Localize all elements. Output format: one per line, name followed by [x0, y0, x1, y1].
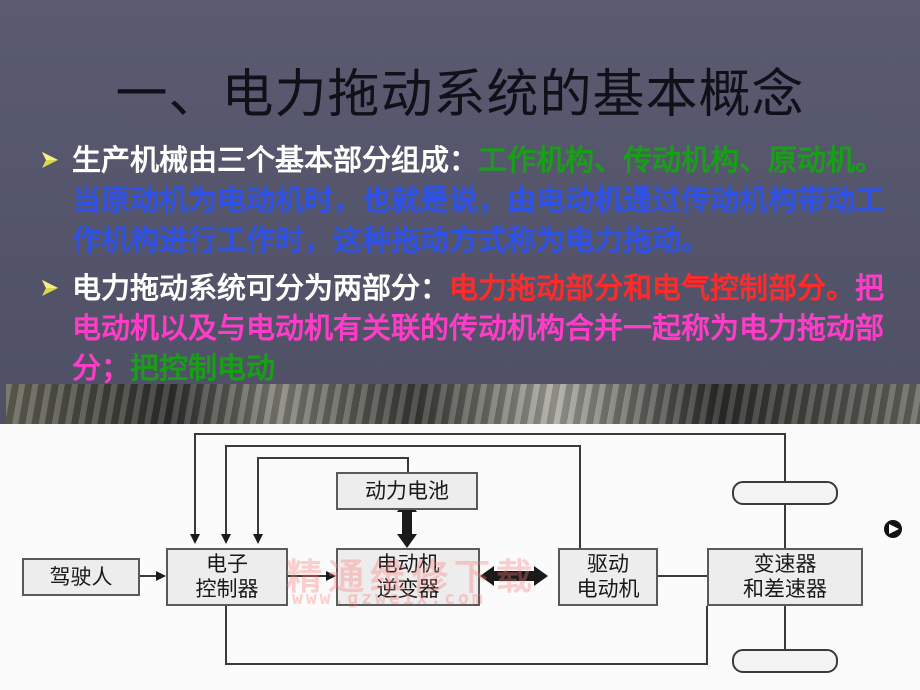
diagram-lines [140, 433, 838, 673]
controller-box: 电子 控制器 [166, 548, 288, 606]
gearbox-label-2: 和差速器 [743, 577, 827, 601]
bullet-item-1: 生产机械由三个基本部分组成：工作机构、传动机构、原动机。 当原动机为电动机时，也… [38, 140, 898, 260]
controller-label-1: 电子 [206, 552, 248, 576]
inverter-label-2: 逆变器 [376, 577, 440, 601]
gearbox-label-1: 变速器 [753, 552, 817, 576]
bullet-item-2: 电力拖动系统可分为两部分：电力拖动部分和电气控制部分。把电动机以及与电动机有关联… [38, 268, 898, 388]
driver-box: 驾驶人 [22, 558, 140, 596]
bullet-2-control-part: 把控制电动 [130, 351, 276, 385]
photo-strip-texture [6, 384, 920, 426]
motor-label-2: 电动机 [576, 577, 640, 601]
motor-box: 驱动 电动机 [558, 548, 658, 606]
slide-title: 一、电力拖动系统的基本概念 [115, 65, 805, 125]
battery-label: 动力电池 [365, 478, 449, 503]
battery-box: 动力电池 [336, 472, 478, 510]
watermark-text: 精通维修下载 [286, 557, 539, 598]
inverter-label-1: 电动机 [376, 552, 440, 576]
bullet-1-components: 工作机构、传动机构、原动机。 [478, 143, 885, 177]
bullet-1-definition: 当原动机为电动机时，也就是说，由电动机通过传动机构带动工作机构进行工作时，这种拖… [72, 183, 885, 257]
gearbox-box: 变速器 和差速器 [707, 548, 863, 606]
bullet-list: 生产机械由三个基本部分组成：工作机构、传动机构、原动机。 当原动机为电动机时，也… [38, 140, 898, 388]
motor-label-1: 驱动 [587, 552, 629, 576]
system-diagram: 驾驶人 动力电池 电子 控制器 电动机 逆变器 驱动 电动机 变速器 和差速器 … [0, 424, 920, 690]
triangle-arrow-icon [40, 140, 62, 180]
watermark-url: www.gzweix.com [292, 588, 486, 609]
bullet-2-parts: 电力拖动部分和电气控制部分。 [449, 271, 856, 305]
bullet-2-drive-part: 把电动机以及与电动机有关联的传动机构合并一起称为电力拖动部分； [72, 271, 885, 385]
driver-label: 驾驶人 [49, 564, 113, 589]
bullet-1-lead: 生产机械由三个基本部分组成： [72, 143, 479, 177]
inverter-box: 电动机 逆变器 [336, 548, 480, 606]
arrow-pointer-icon [880, 516, 906, 542]
controller-label-2: 控制器 [195, 577, 259, 601]
bullet-2-lead: 电力拖动系统可分为两部分： [72, 271, 450, 305]
triangle-arrow-icon [40, 268, 62, 308]
photo-strip [6, 384, 920, 426]
